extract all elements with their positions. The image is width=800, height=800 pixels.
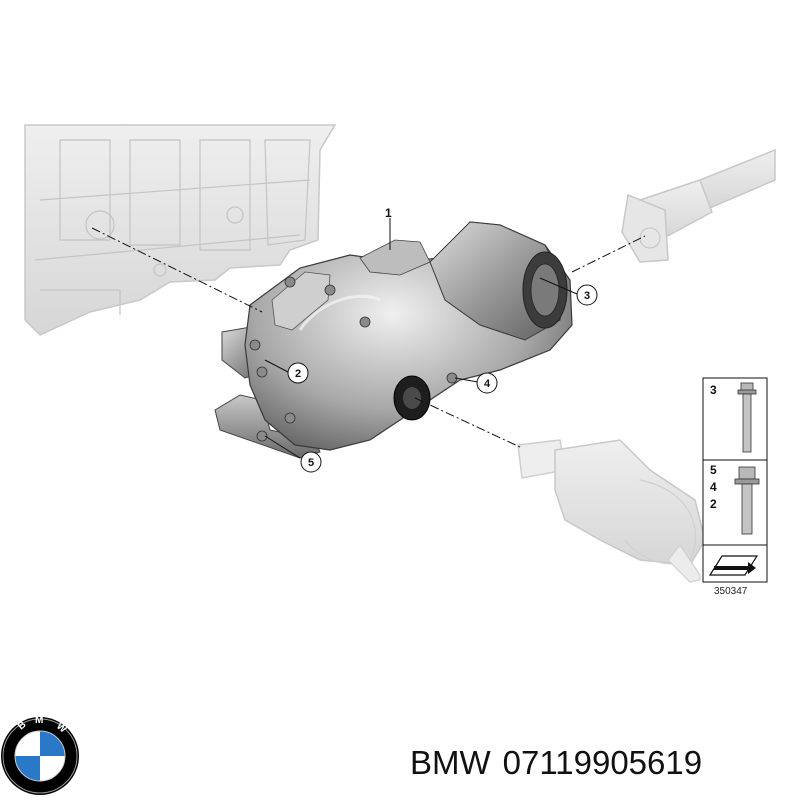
callout-3: 3 — [576, 284, 598, 306]
diagram-reference-number: 350347 — [714, 586, 748, 597]
flange-bolt-icon — [734, 466, 760, 535]
part-number: 07119905619 — [502, 744, 703, 781]
callout-1: 1 — [385, 206, 392, 220]
front-differential — [214, 221, 573, 459]
callout-5: 5 — [300, 451, 322, 473]
callout-3-label: 3 — [584, 290, 590, 302]
legend-row2-number-1: 5 — [710, 463, 717, 477]
engine-block-ghost — [24, 124, 337, 336]
legend-row1-number: 3 — [710, 383, 717, 397]
callout-2-label: 2 — [295, 368, 301, 380]
legend-row2-number-2: 4 — [710, 480, 717, 494]
callout-5-label: 5 — [308, 457, 314, 469]
torque-arrow-icon — [708, 555, 759, 576]
callout-4: 4 — [476, 372, 498, 394]
brand-name: BMW — [410, 744, 491, 781]
part-caption: BMW 07119905619 — [410, 738, 795, 788]
svg-text:M: M — [35, 715, 43, 726]
callout-2: 2 — [287, 362, 309, 384]
output-shaft-ghost — [517, 439, 706, 583]
alignment-lines — [91, 227, 646, 449]
propshaft-ghost — [621, 148, 776, 263]
long-bolt-icon — [737, 382, 757, 453]
callout-4-label: 4 — [484, 378, 491, 390]
legend-row2-number-3: 2 — [710, 497, 717, 511]
callout-leaders — [264, 218, 578, 459]
fastener-legend: 3 5 4 2 — [702, 377, 768, 583]
bmw-roundel-logo: B M W — [1, 715, 79, 795]
callout-1-label: 1 — [385, 206, 392, 220]
